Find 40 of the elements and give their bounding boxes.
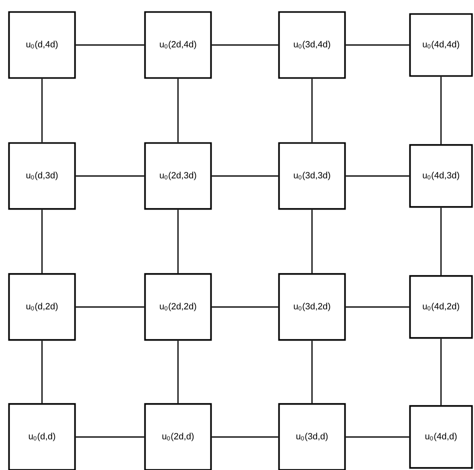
connector-line bbox=[76, 44, 144, 46]
grid-box: u$_{0}$(d,d) bbox=[8, 403, 76, 470]
connector-line bbox=[346, 306, 410, 308]
connector-line bbox=[76, 175, 144, 177]
grid-box: u$_{0}$(4d,d) bbox=[409, 405, 473, 469]
grid-box: u$_{0}$(3d,d) bbox=[278, 403, 346, 470]
connector-line bbox=[311, 78, 313, 142]
connector-line bbox=[346, 44, 410, 46]
connector-line bbox=[212, 306, 278, 308]
grid-box: u$_{0}$(4d,4d) bbox=[409, 13, 473, 77]
connector-line bbox=[41, 340, 43, 404]
connector-line bbox=[440, 76, 442, 144]
grid-box: u$_{0}$(2d,4d) bbox=[144, 11, 212, 79]
grid-box: u$_{0}$(4d,2d) bbox=[409, 275, 473, 339]
connector-line bbox=[41, 210, 43, 274]
connector-line bbox=[212, 175, 278, 177]
grid-box: u$_{0}$(2d,2d) bbox=[144, 273, 212, 341]
connector-line bbox=[177, 78, 179, 142]
connector-line bbox=[311, 210, 313, 274]
connector-line bbox=[212, 436, 278, 438]
grid-box: u$_{0}$(d,3d) bbox=[8, 142, 76, 210]
grid-box: u$_{0}$(3d,3d) bbox=[278, 142, 346, 210]
connector-line bbox=[311, 340, 313, 404]
grid-box: u$_{0}$(4d,3d) bbox=[409, 144, 473, 208]
grid-box: u$_{0}$(d,4d) bbox=[8, 11, 76, 79]
connector-line bbox=[41, 78, 43, 142]
connector-line bbox=[440, 208, 442, 276]
grid-box: u$_{0}$(2d,3d) bbox=[144, 142, 212, 210]
connector-line bbox=[212, 44, 278, 46]
grid-box: u$_{0}$(d,2d) bbox=[8, 273, 76, 341]
connector-line bbox=[177, 210, 179, 274]
grid-box: u$_{0}$(3d,4d) bbox=[278, 11, 346, 79]
connector-line bbox=[346, 175, 410, 177]
connector-line bbox=[440, 338, 442, 406]
connector-line bbox=[177, 340, 179, 404]
connector-line bbox=[346, 436, 410, 438]
connector-line bbox=[76, 436, 144, 438]
grid-box: u$_{0}$(3d,2d) bbox=[278, 273, 346, 341]
connector-line bbox=[76, 306, 144, 308]
grid-box: u$_{0}$(2d,d) bbox=[144, 403, 212, 470]
